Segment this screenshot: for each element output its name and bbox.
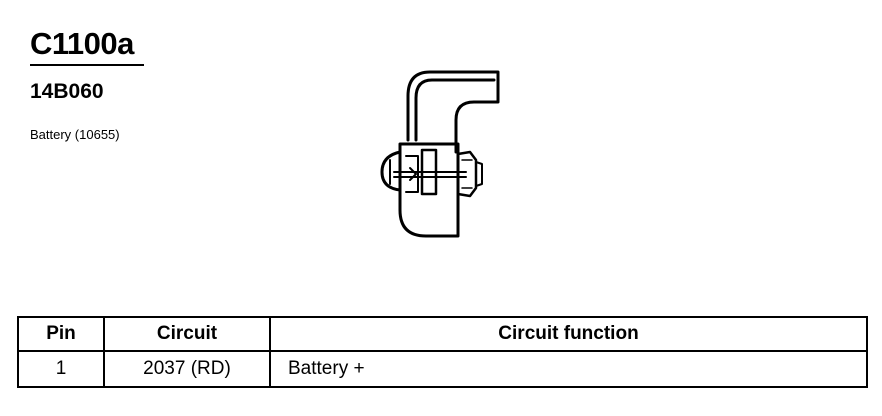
pin-cell: 1 [17, 350, 105, 388]
circuit-function-cell: Battery + [269, 350, 868, 388]
part-number: 14B060 [30, 80, 104, 103]
column-header-circuit-function: Circuit function [269, 316, 868, 352]
circuit-cell: 2037 (RD) [103, 350, 271, 388]
column-header-pin: Pin [17, 316, 105, 352]
table-header-row: Pin Circuit Circuit function [17, 316, 868, 352]
connector-id-title: C1100a [30, 26, 134, 61]
table-row: 1 2037 (RD) Battery + [17, 350, 868, 388]
column-header-circuit: Circuit [103, 316, 271, 352]
title-underline [30, 64, 144, 66]
pin-table: Pin Circuit Circuit function 1 2037 (RD)… [17, 316, 868, 388]
component-description: Battery (10655) [30, 127, 120, 142]
battery-terminal-connector-icon [380, 70, 500, 238]
